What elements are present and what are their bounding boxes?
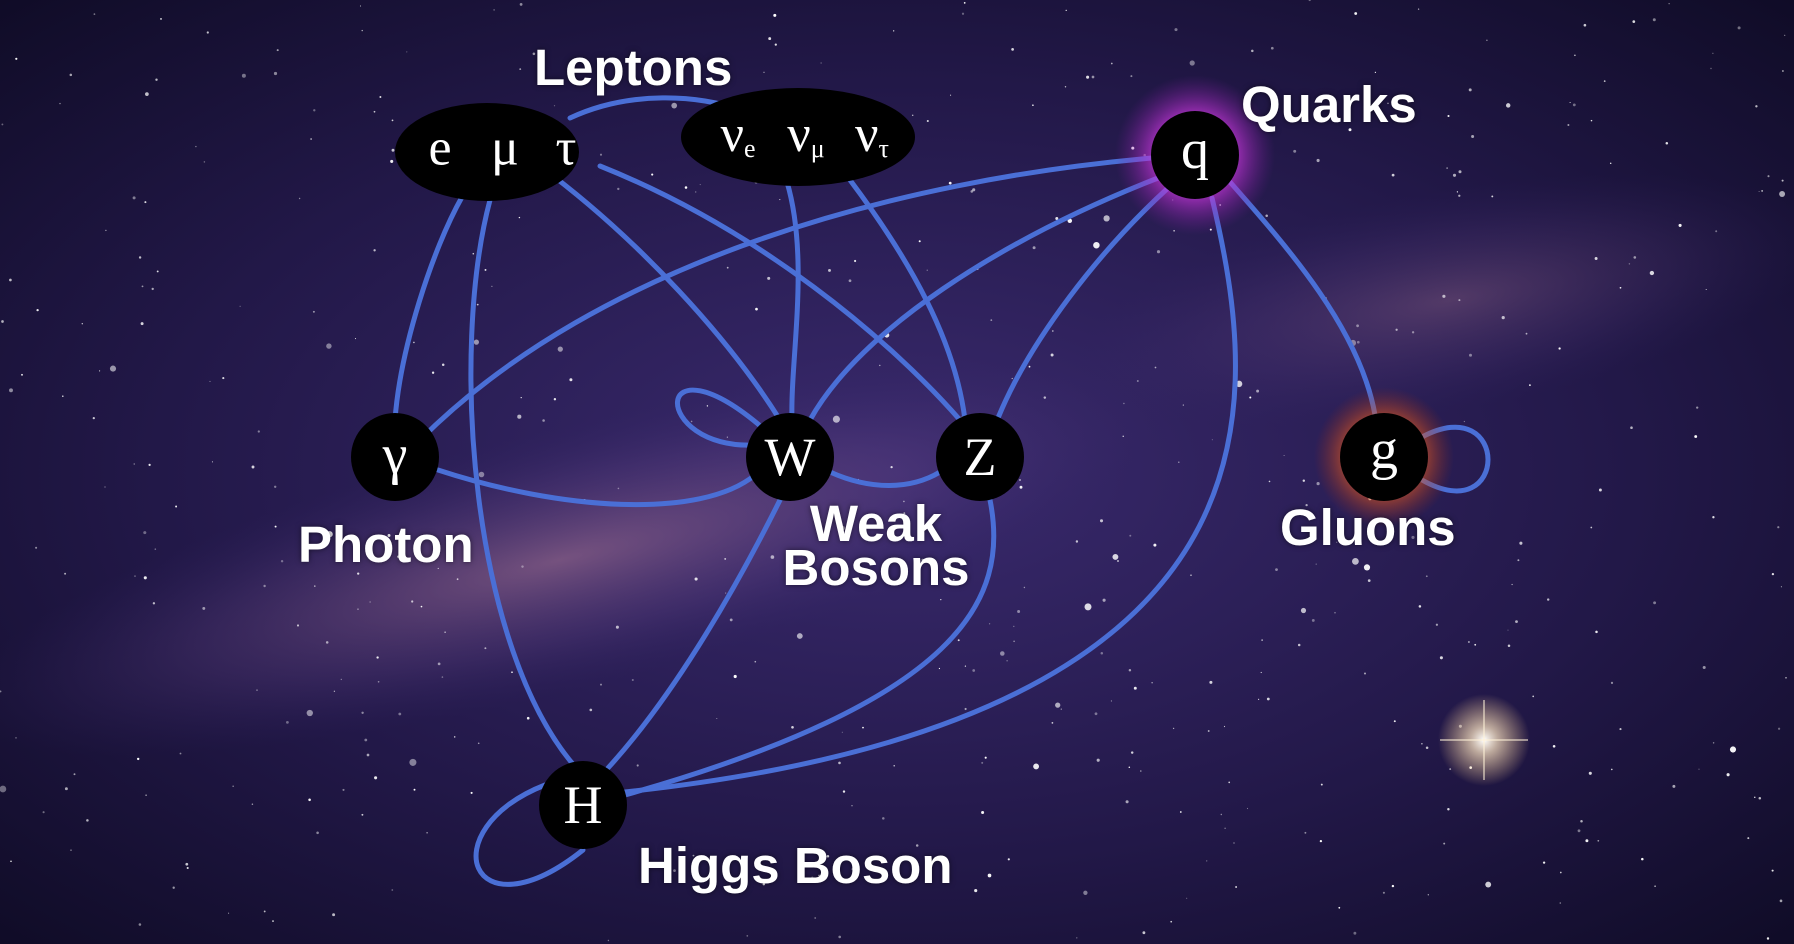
muon-neutrino-symbol: νμ [787, 106, 824, 163]
edge-w-higgs [605, 497, 783, 771]
edge-w-z [827, 469, 943, 488]
edge-charged-leptons-w [537, 163, 783, 423]
tau-neutrino-symbol: ντ [855, 106, 889, 163]
label-gluons: Gluons [1280, 499, 1456, 556]
edge-w-w [675, 387, 768, 448]
node-quark: q [1151, 111, 1239, 199]
node-w-boson: W [746, 413, 834, 501]
muon-symbol: μ [491, 120, 519, 177]
higgs-symbol: H [564, 775, 603, 835]
electron-symbol: e [428, 120, 451, 177]
edge-gluon-gluon [1419, 424, 1491, 494]
label-higgs-boson: Higgs Boson [638, 837, 953, 894]
label-weak-bosons-line-2: Bosons [782, 538, 970, 596]
edge-charged-leptons-photon [392, 194, 465, 423]
photon-symbol: γ [382, 424, 408, 486]
label-photon: Photon [298, 516, 474, 573]
edge-neutrinos-w [784, 179, 801, 423]
label-leptons: Leptons [534, 39, 733, 96]
label-weak-bosons: Weak Bosons [779, 495, 973, 596]
electron-neutrino-symbol: νe [720, 106, 755, 163]
w-boson-symbol: W [765, 427, 816, 487]
node-charged-leptons: e μ τ [395, 103, 579, 201]
edge-quark-photon [417, 155, 1155, 443]
node-gluon: g [1340, 413, 1428, 501]
z-boson-symbol: Z [964, 427, 997, 487]
interaction-lines [392, 95, 1491, 887]
edge-quark-w [807, 175, 1161, 423]
gluon-symbol: g [1370, 419, 1398, 481]
quark-symbol: q [1181, 119, 1209, 181]
node-z-boson: Z [936, 413, 1024, 501]
edge-charged-leptons-higgs [468, 197, 581, 773]
edge-higgs-higgs [473, 782, 586, 887]
node-photon: γ [351, 413, 439, 501]
node-neutrinos: νe νμ ντ [681, 88, 915, 186]
edge-photon-w [435, 467, 758, 508]
tau-symbol: τ [556, 120, 577, 177]
edge-charged-leptons-z [597, 163, 963, 423]
edge-z-higgs [622, 497, 997, 798]
node-higgs: H [539, 761, 627, 849]
label-quarks: Quarks [1241, 76, 1417, 133]
label-weak-bosons-line-1: Weak [809, 495, 943, 552]
edge-quark-higgs [622, 195, 1238, 795]
